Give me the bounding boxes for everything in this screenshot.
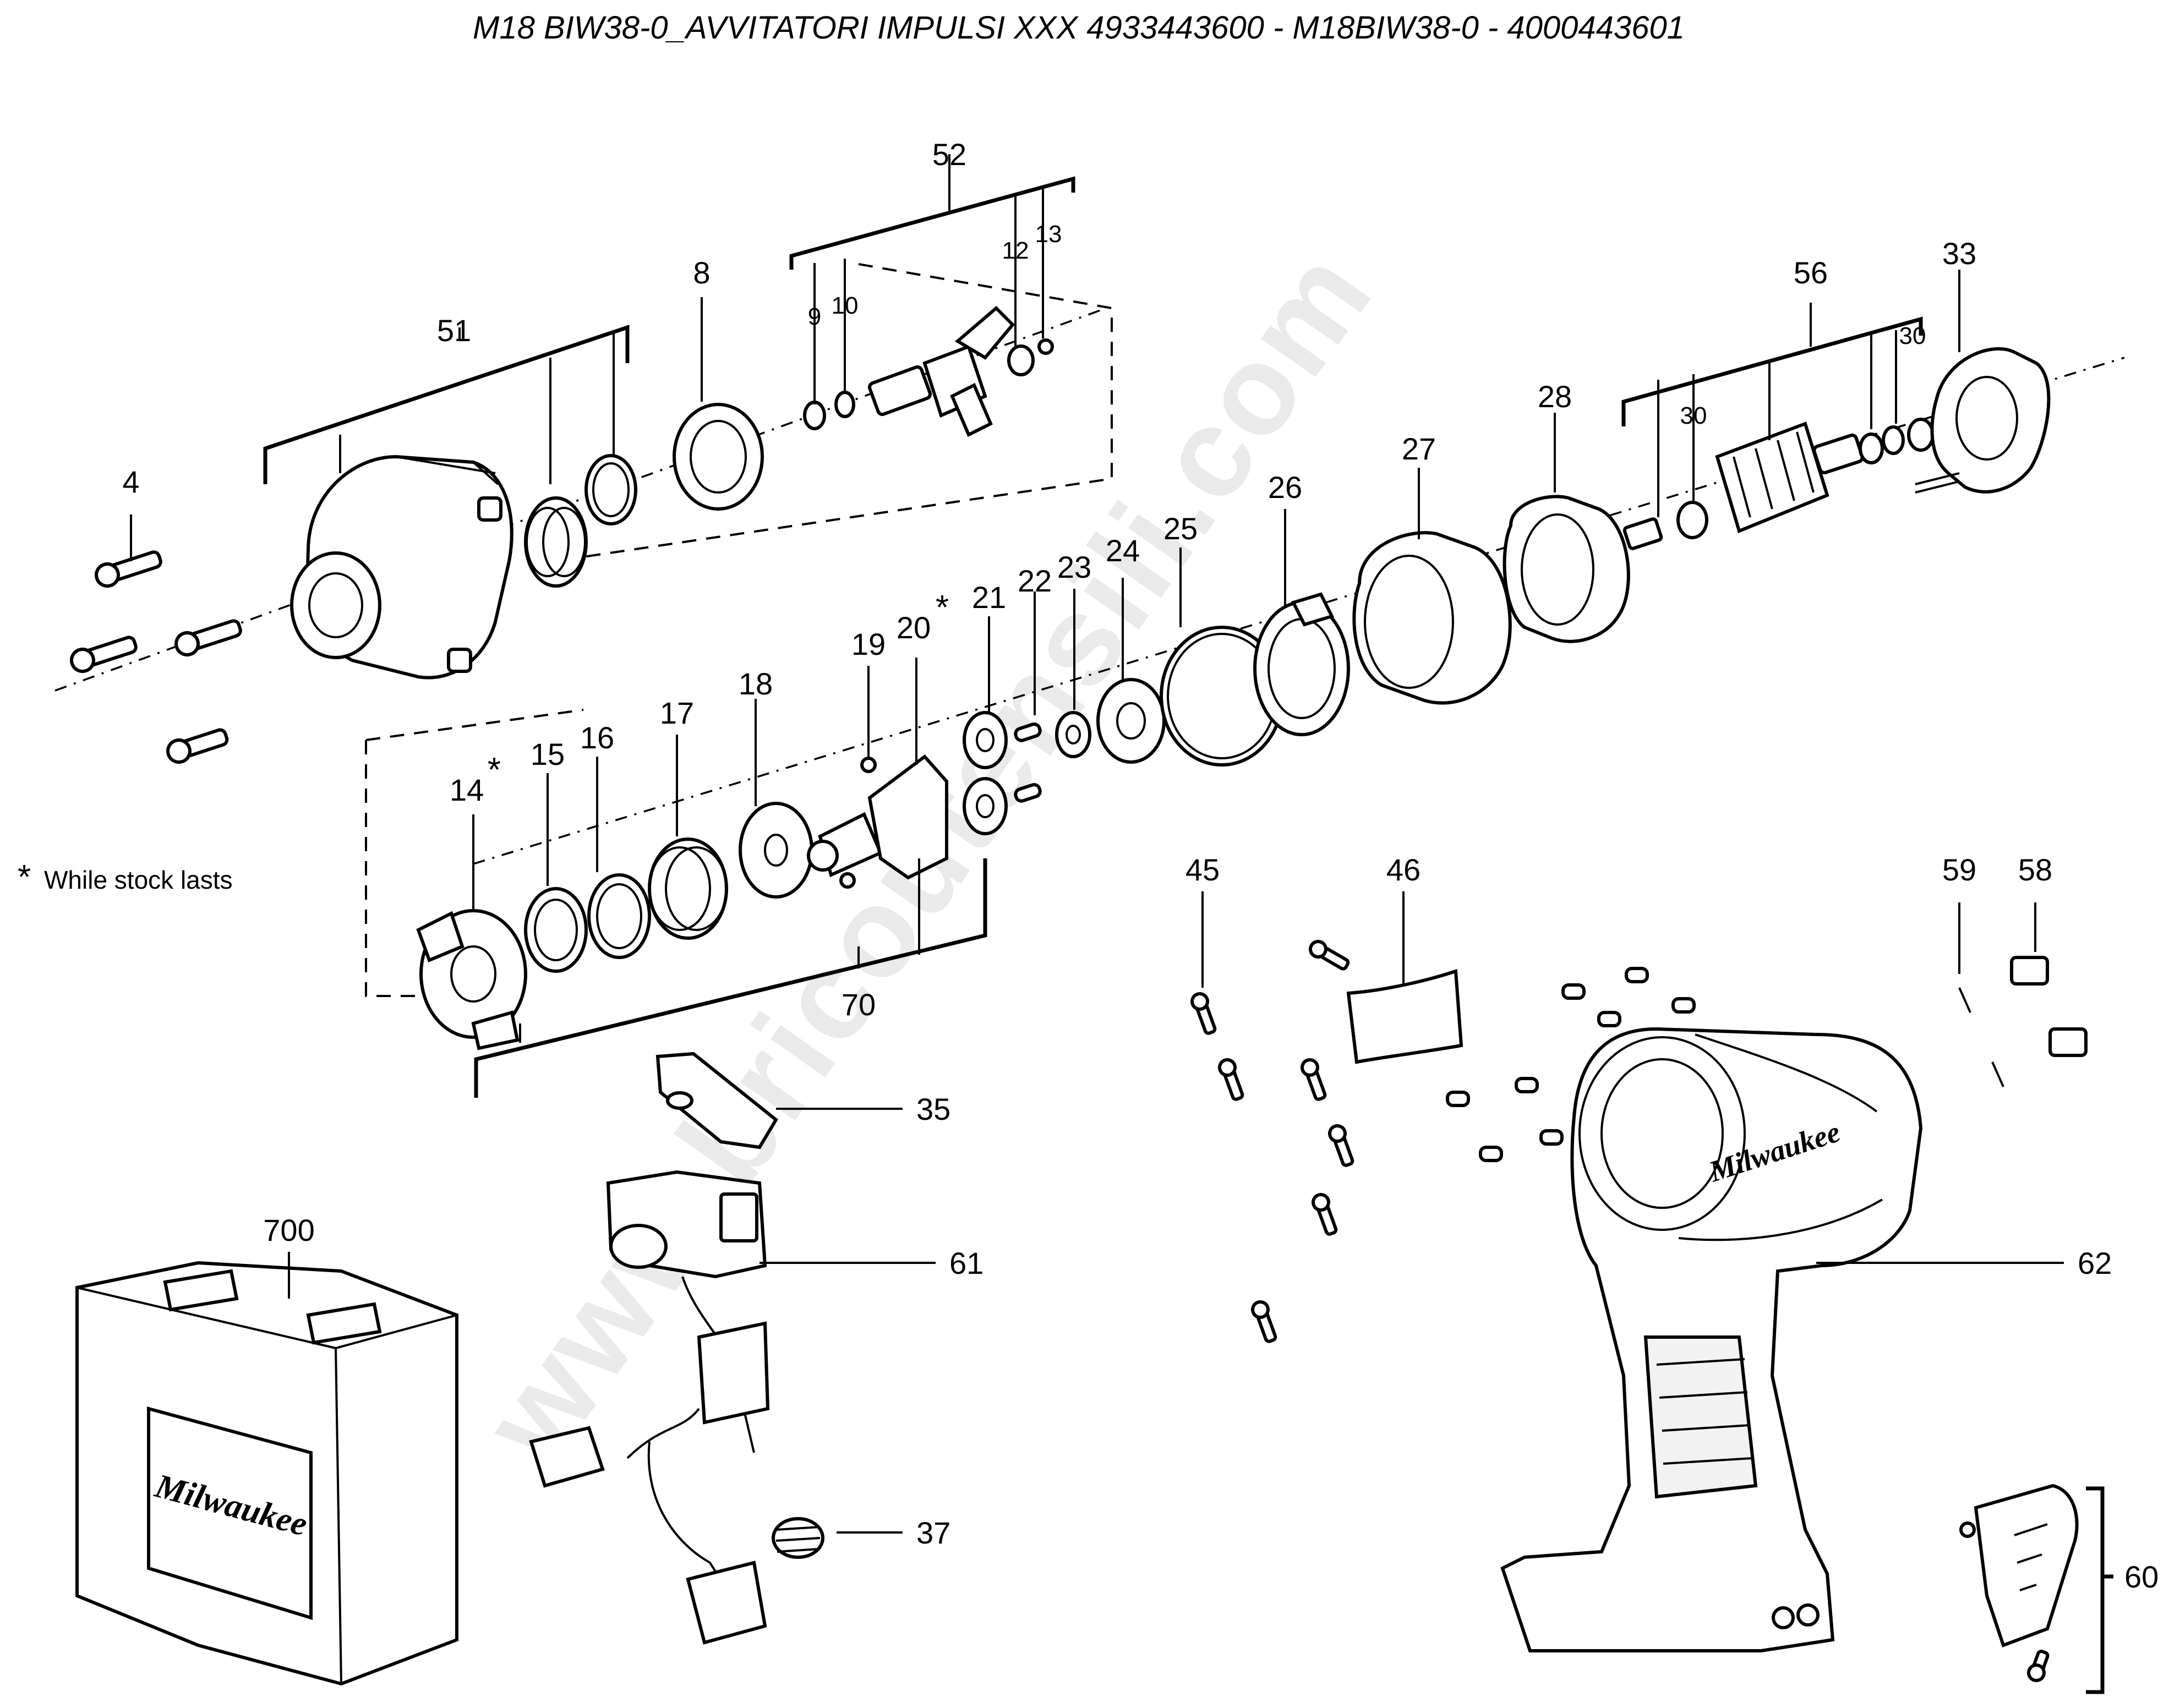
pins-59 [1958,987,2004,1087]
stator-33 [1915,347,2051,494]
label-37: 37 [916,1515,950,1550]
label-24: 24 [1106,533,1140,568]
label-61: 61 [949,1246,984,1280]
footnote-text: While stock lasts [44,866,233,894]
group-52-dashed-frame [583,263,1113,558]
nameplate-46 [1346,968,1463,1064]
label-28: 28 [1538,379,1572,414]
label-26: 26 [1268,470,1302,505]
label-19: 19 [851,627,886,661]
bearing-24 [1096,678,1166,764]
o-ring-51 [584,454,637,525]
label-10: 10 [832,292,859,319]
label-14: 14 [450,773,484,807]
label-22: 22 [1018,563,1052,598]
label-23: 23 [1057,550,1091,584]
planet-gears-21 [963,711,1008,835]
group-70-dashed-frame [365,709,584,997]
spindle-20 [807,754,948,880]
bracket-70 [474,858,987,1098]
screw-group-4 [70,550,242,764]
label-9: 9 [808,303,821,330]
label-59: 59 [1942,852,1976,887]
label-58: 58 [2018,852,2052,887]
bracket-51 [263,325,630,484]
label-30b: 30 [1899,322,1926,349]
label-700: 700 [263,1213,314,1247]
carrying-case-700: Milwaukee [75,1261,458,1686]
page-title: M18 BIW38-0_AVVITATORI IMPULSI XXX 49334… [473,10,1685,46]
label-27: 27 [1402,431,1436,466]
label-4: 4 [122,464,139,499]
label-45: 45 [1185,852,1220,887]
label-35: 35 [916,1092,950,1126]
bracket-60 [2086,1486,2113,1694]
bracket-56 [1621,316,1923,426]
label-33: 33 [1942,236,1976,271]
spring-17 [648,837,728,940]
screws-45 [1190,940,1354,1343]
ring-gear-26 [1253,592,1350,736]
label-51: 51 [437,313,471,348]
motor-sleeve-28 [1503,495,1630,643]
bracket-52 [789,176,1075,270]
label-21: 21 [972,580,1006,615]
washer-8 [673,403,764,511]
label-12: 12 [1002,237,1029,264]
spring-37 [772,1517,824,1559]
front-housing-51 [290,455,513,680]
hammer-14 [416,909,527,1050]
label-13: 13 [1035,221,1062,248]
label-70: 70 [842,987,876,1022]
label-46: 46 [1386,852,1420,887]
label-14-star: * [488,751,501,789]
label-20-star: * [936,589,949,627]
pins-cluster [1446,967,1696,1162]
label-60: 60 [2124,1559,2159,1594]
label-17: 17 [660,696,694,730]
label-20: 20 [897,610,931,645]
label-52: 52 [932,137,966,172]
direction-switch-35 [655,1052,778,1149]
label-56: 56 [1794,255,1828,290]
washer-18 [739,802,813,899]
anvil-sleeve-51 [524,496,588,588]
ring-16 [587,873,651,959]
ball-19 [839,757,877,889]
bushings-58 [2010,956,2088,1057]
belt-clip-60 [1959,1483,2079,1682]
trigger-switch-61 [529,1170,770,1645]
label-25: 25 [1163,511,1198,546]
footnote-star: * [18,858,31,896]
gear-case-27 [1352,531,1512,705]
pins-22 [1014,722,1042,803]
label-15: 15 [531,737,565,771]
label-30a: 30 [1680,402,1707,429]
label-62: 62 [2078,1246,2112,1280]
main-housing-62: Milwaukee [1500,1027,1923,1652]
label-16: 16 [580,720,614,755]
washer-23 [1055,711,1091,758]
label-18: 18 [739,666,773,701]
ball-ring-15 [524,887,588,973]
rotor-56 [1622,418,1935,550]
label-8: 8 [693,255,710,290]
